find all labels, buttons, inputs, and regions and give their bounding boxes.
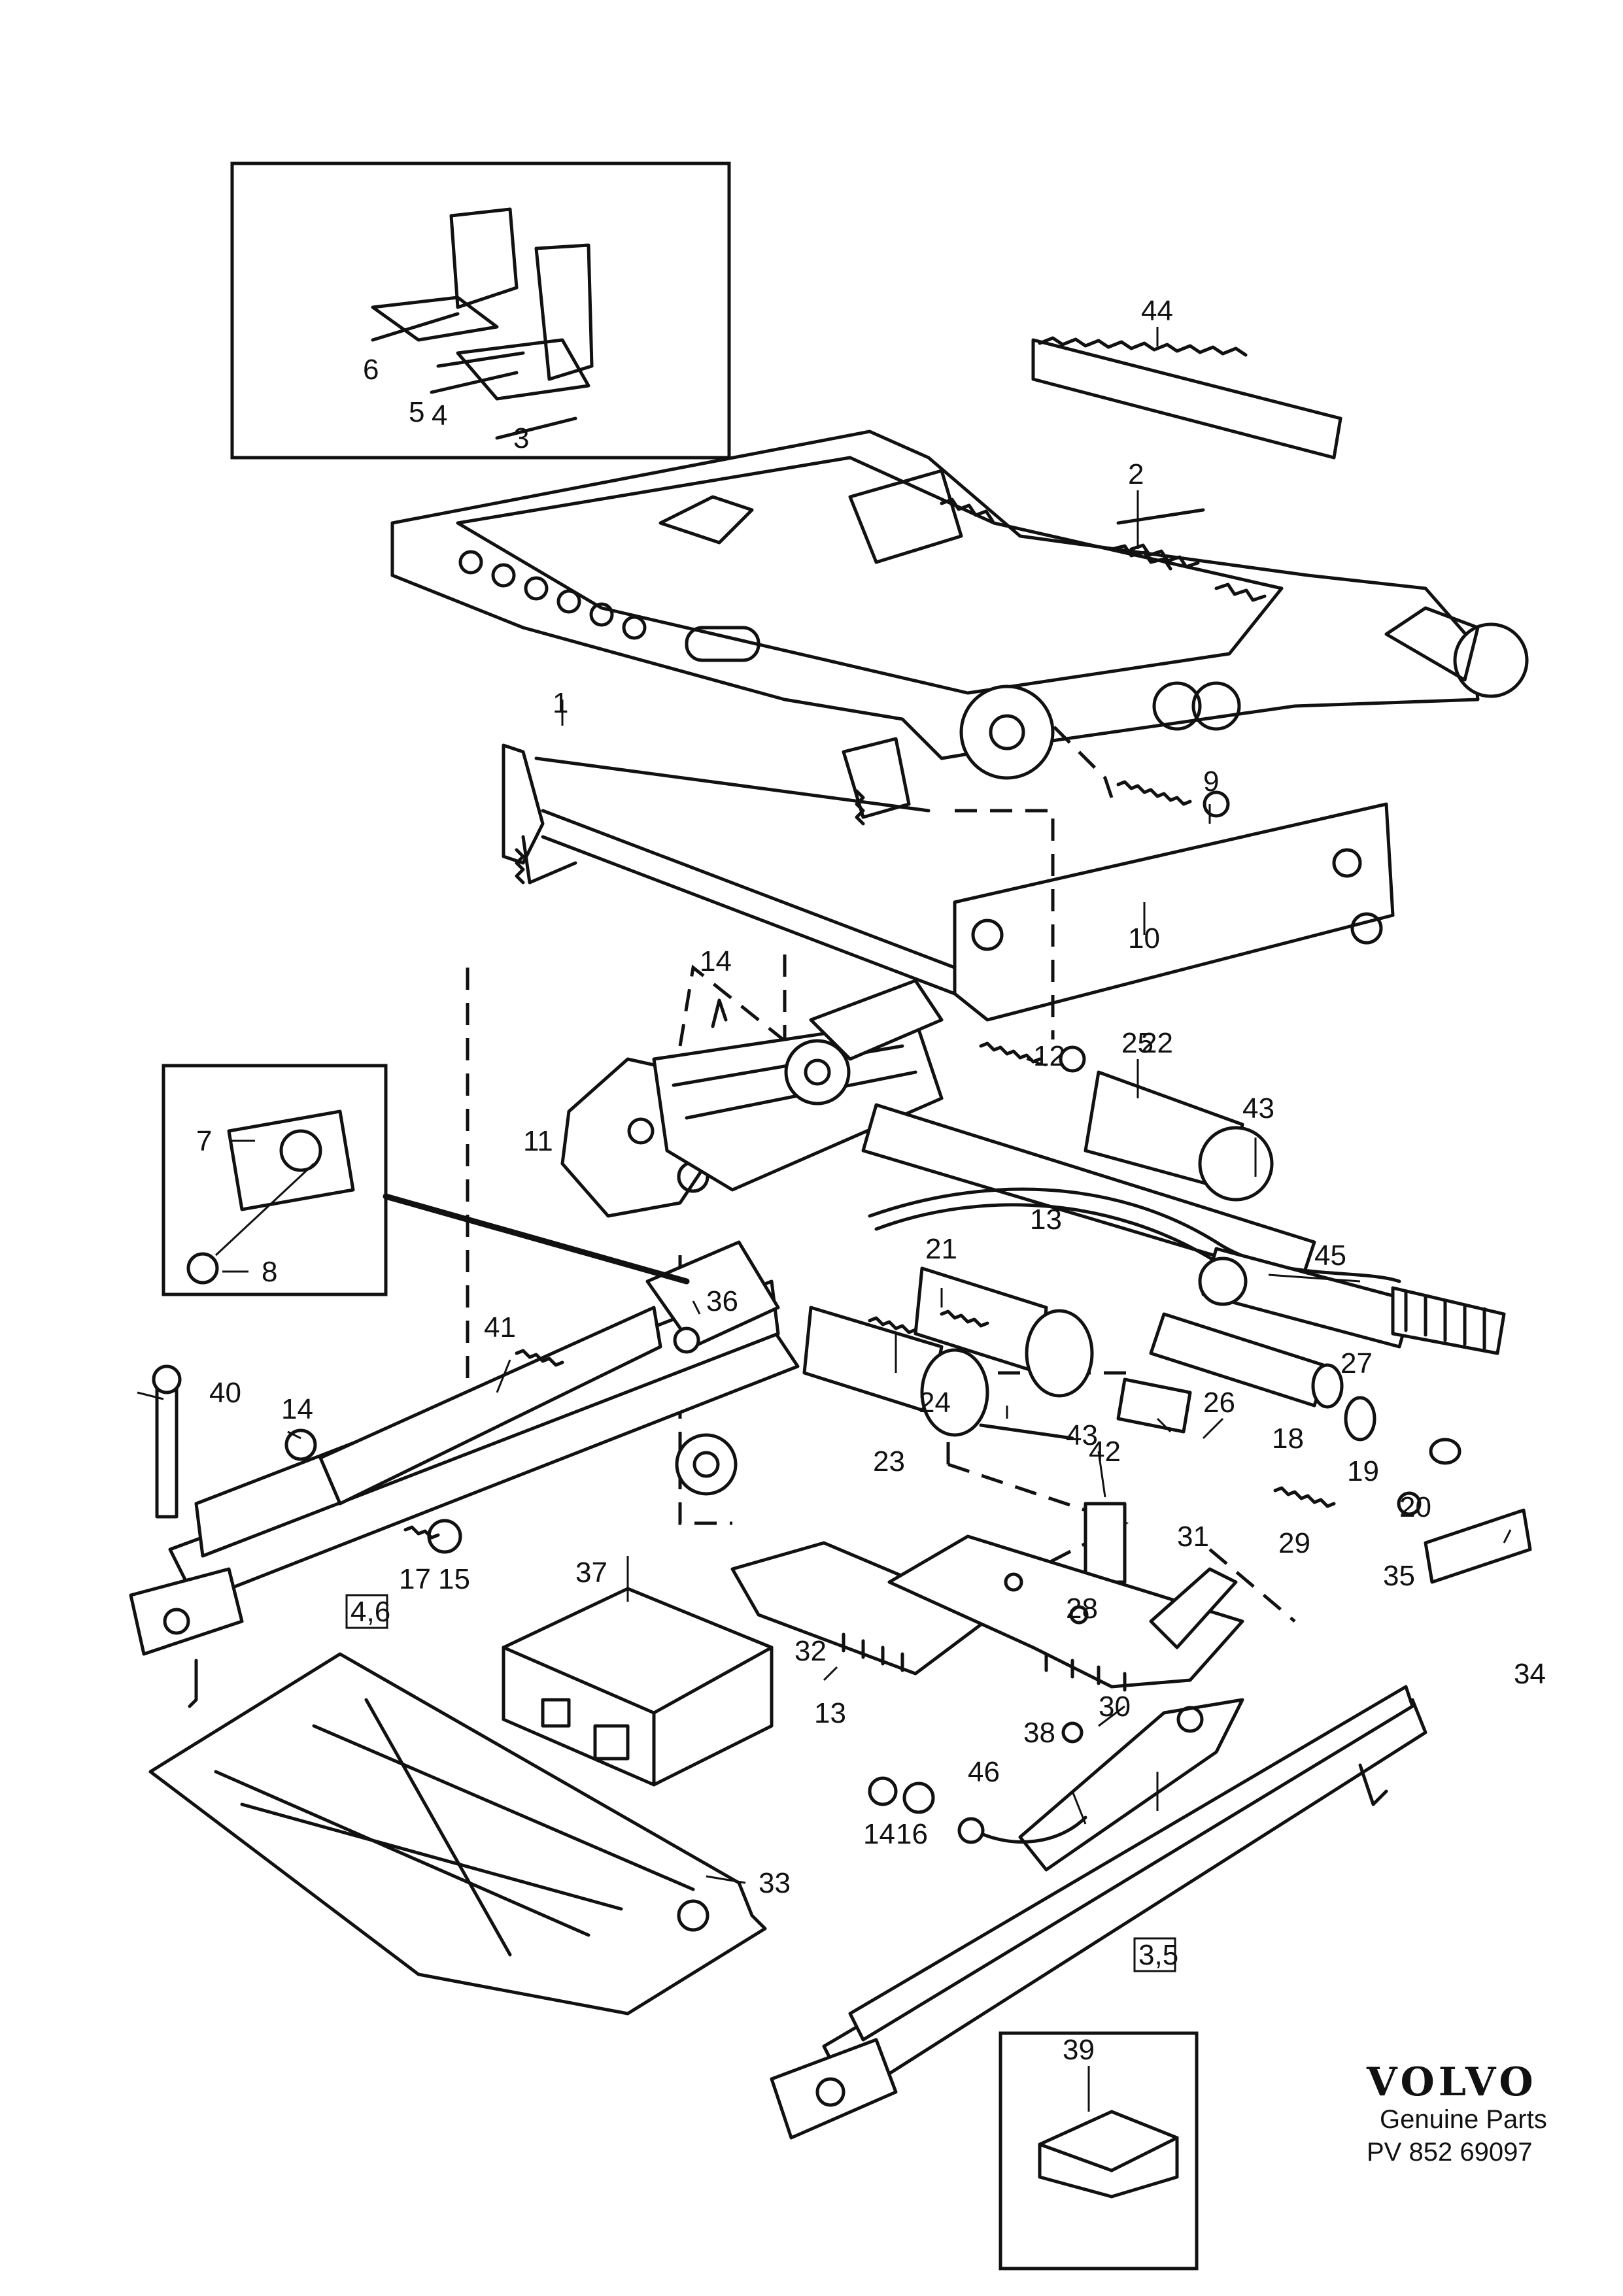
callout-6: 6	[363, 354, 379, 386]
right-seat-rail	[770, 1491, 1532, 2140]
callout-2: 2	[1128, 458, 1144, 490]
callout-18: 18	[1272, 1423, 1304, 1455]
callout-43a: 43	[1242, 1092, 1274, 1124]
part-30-32-brackets	[730, 1534, 1244, 1692]
callout-44: 44	[1141, 295, 1173, 327]
callout-41: 41	[484, 1311, 516, 1343]
left-seat-rail	[129, 1240, 800, 1708]
callout-22: 22	[1141, 1027, 1173, 1059]
part-10-lower-frame	[502, 737, 1395, 1022]
part-7-inset	[162, 1064, 690, 1296]
seat-motor-assembly	[560, 979, 1274, 1218]
callout-14c: 14	[863, 1818, 895, 1850]
part-1-seat-frame	[390, 430, 1529, 780]
callout-46: 46	[968, 1756, 1000, 1788]
callout-1: 1	[553, 687, 568, 719]
callout-17: 17	[399, 1563, 431, 1595]
callout-40: 40	[209, 1377, 241, 1409]
callout-32: 32	[794, 1635, 827, 1667]
callout-11: 11	[523, 1125, 553, 1157]
callout-38: 38	[1023, 1717, 1055, 1749]
callout-19: 19	[1347, 1455, 1379, 1487]
ref-3-5-box: 3,5	[1138, 1939, 1178, 1971]
callout-20: 20	[1399, 1491, 1431, 1523]
callout-12: 12	[1033, 1040, 1065, 1072]
callout-16: 16	[896, 1818, 928, 1850]
callout-29: 29	[1278, 1527, 1310, 1559]
callout-25: 25	[1121, 1027, 1153, 1059]
callout-42: 42	[1089, 1436, 1121, 1468]
callout-37: 37	[575, 1557, 607, 1589]
callout-9: 9	[1203, 766, 1219, 798]
callout-7: 7	[196, 1125, 212, 1157]
callout-labels: 1 2 3 4 5 6 7 8 9 10 11 12 13 13 14 14 1…	[196, 295, 1546, 2066]
callout-43b: 43	[1066, 1419, 1098, 1451]
seat-overview-inset	[230, 161, 731, 460]
callout-31: 31	[1177, 1521, 1209, 1553]
callout-33: 33	[759, 1867, 791, 1899]
part-39-inset	[999, 2031, 1199, 2271]
part-33-cover-plate	[148, 1652, 767, 2016]
callout-10: 10	[1128, 922, 1160, 954]
callout-8: 8	[262, 1256, 277, 1288]
drive-shafts-and-harness	[861, 1103, 1506, 1465]
callout-4: 4	[432, 399, 447, 431]
callout-26: 26	[1203, 1387, 1235, 1419]
callout-24: 24	[919, 1387, 951, 1419]
callout-3: 3	[513, 422, 529, 454]
ref-4-6-box: 4,6	[350, 1596, 390, 1628]
callout-39: 39	[1063, 2034, 1095, 2066]
leader-lines	[137, 327, 1512, 2112]
callout-30: 30	[1099, 1691, 1131, 1723]
part-37-control-unit	[502, 1587, 774, 1787]
genuine-parts-label: Genuine Parts	[1380, 2105, 1547, 2134]
callout-15: 15	[438, 1563, 470, 1595]
callout-28: 28	[1066, 1593, 1098, 1625]
callout-45: 45	[1314, 1240, 1346, 1272]
lower-motors	[802, 1266, 1336, 1584]
callout-14b: 14	[281, 1393, 313, 1425]
callout-14a: 14	[700, 945, 732, 977]
part-44-trim-strip	[1031, 336, 1342, 460]
brand-logo-text: VOLVO	[1366, 2059, 1537, 2105]
callout-13b: 13	[814, 1697, 846, 1729]
callout-21: 21	[925, 1233, 957, 1265]
callout-35: 35	[1383, 1560, 1415, 1592]
callout-27: 27	[1341, 1347, 1373, 1379]
callout-23: 23	[873, 1445, 905, 1477]
callout-34: 34	[1514, 1658, 1546, 1690]
footer-brand-block: VOLVO Genuine Parts PV 852 69097	[1366, 2059, 1547, 2167]
callout-13a: 13	[1030, 1204, 1062, 1236]
callout-36: 36	[706, 1285, 738, 1317]
part-code-label: PV 852 69097	[1367, 2138, 1533, 2167]
callout-5: 5	[409, 396, 424, 428]
